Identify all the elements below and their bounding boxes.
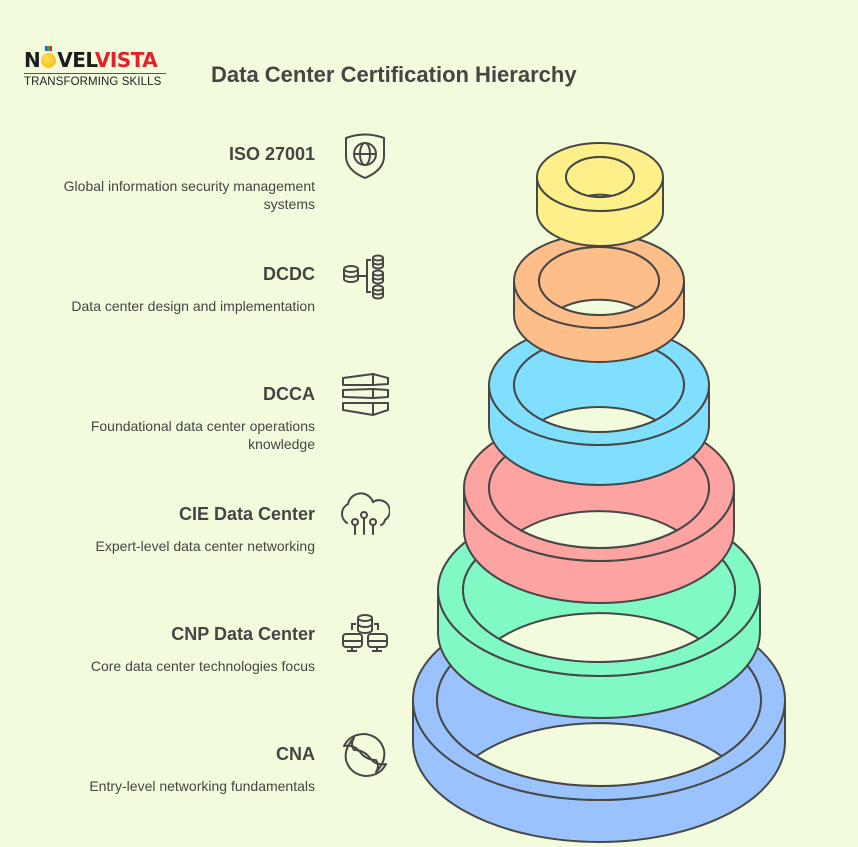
logo-divider [24,73,166,74]
ring-dcdc [512,233,686,363]
level-description: Expert-level data center networking [95,538,315,554]
novelvista-logo: N VELVISTA TRANSFORMING SKILLS [24,46,166,88]
swirl-icon [340,730,390,780]
server-stack-icon [340,370,390,420]
level-cna: CNA Entry-level networking fundamentals [15,743,315,795]
level-title: DCDC [263,264,315,284]
ring-dcca [487,324,711,486]
level-dcca: DCCA Foundational data center operations… [15,383,315,453]
page-title: Data Center Certification Hierarchy [211,62,577,87]
level-title: DCCA [263,384,315,404]
logo-o-icon [41,46,57,68]
cloud-network-icon [340,490,391,540]
logo-text-vista: VISTA [94,48,158,72]
level-cie-data-center: CIE Data Center Expert-level data center… [15,503,315,555]
level-cnp-data-center: CNP Data Center Core data center technol… [15,623,315,675]
level-description: Core data center technologies focus [90,658,315,674]
level-description: Data center design and implementation [71,298,315,314]
logo-tagline: TRANSFORMING SKILLS [24,76,162,88]
level-title: ISO 27001 [228,144,315,164]
database-hierarchy-icon [340,250,390,300]
level-iso-27001: ISO 27001 Global information security ma… [15,143,315,213]
level-description: Global information security management s… [63,178,315,212]
level-title: CIE Data Center [178,504,315,524]
database-network-icon [340,610,390,660]
logo-wordmark: N VELVISTA [24,46,166,72]
logo-text-vel: VEL [57,48,95,72]
shield-globe-icon [340,130,390,180]
level-dcdc: DCDC Data center design and implementati… [15,263,315,315]
logo-letter-n: N [24,48,41,72]
level-title: CNP Data Center [171,624,315,644]
level-description: Entry-level networking fundamentals [89,778,315,794]
level-description: Foundational data center operations know… [90,418,315,452]
ring-iso [535,142,665,247]
level-title: CNA [276,744,315,764]
